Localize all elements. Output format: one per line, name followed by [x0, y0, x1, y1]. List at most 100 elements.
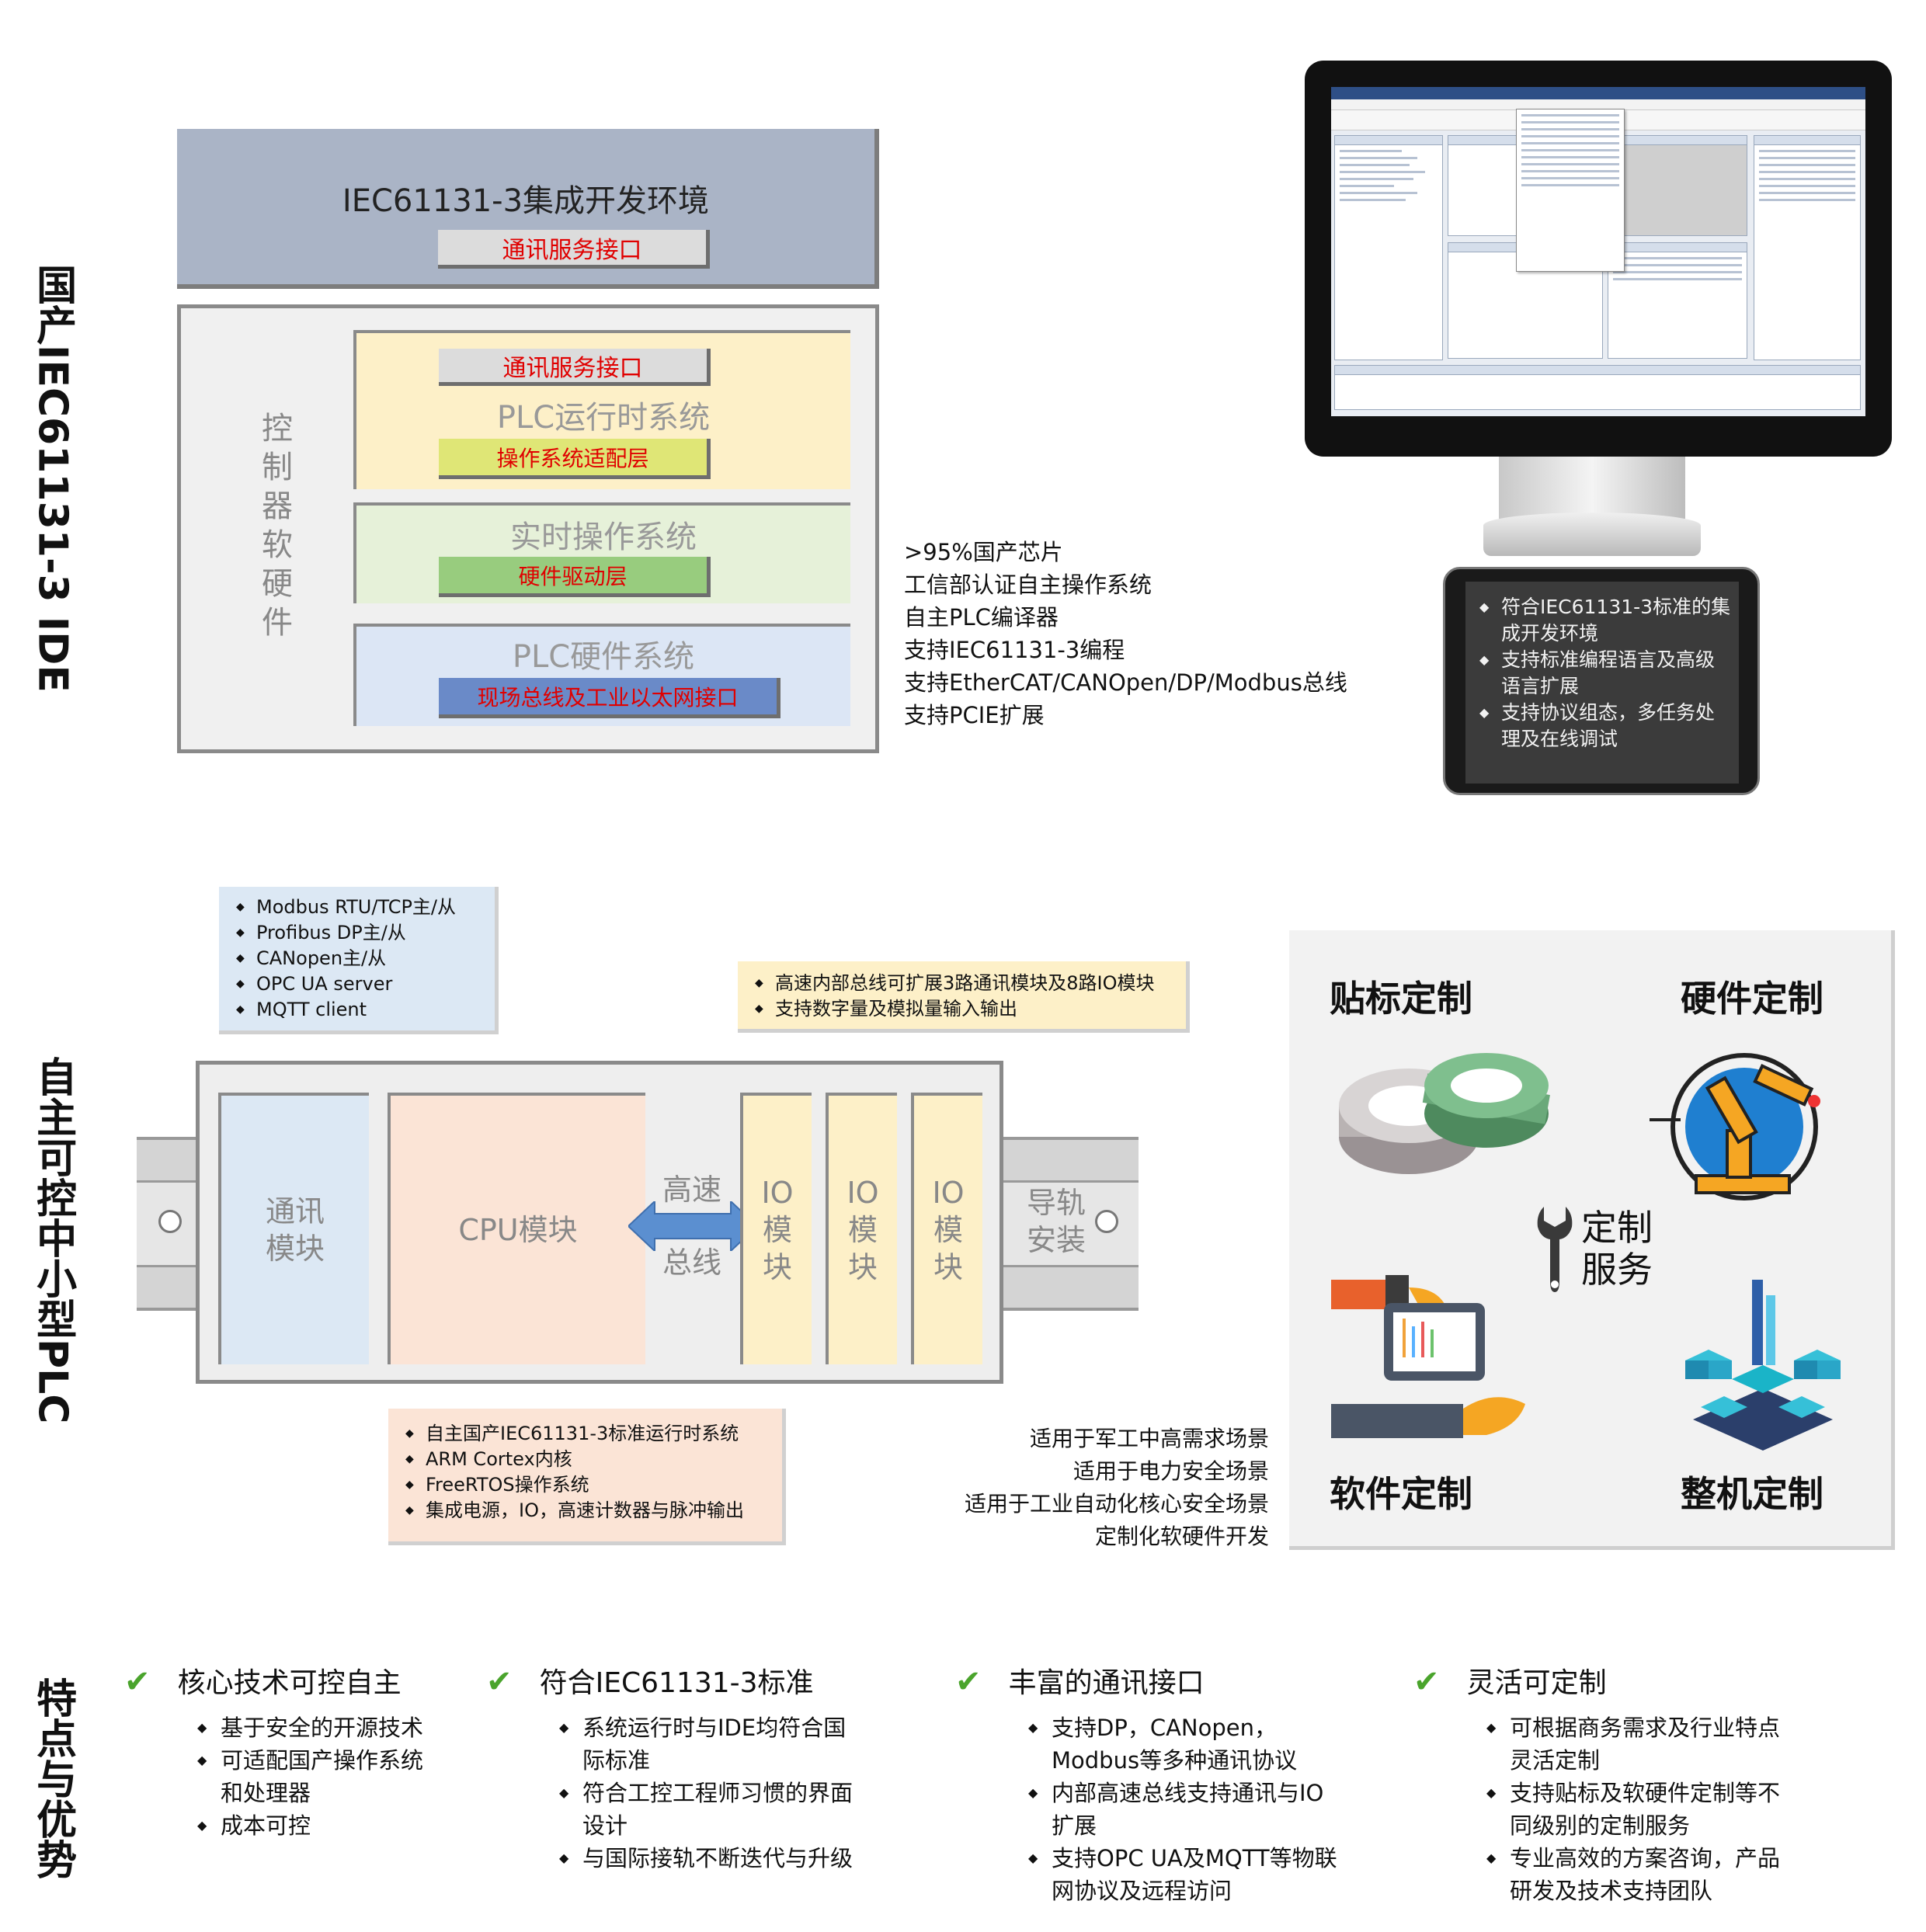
- ide-feature: 工信部认证自主操作系统: [904, 572, 1152, 598]
- fieldbus-interface: 现场总线及工业以太网接口: [439, 678, 780, 718]
- io-note-box: 高速内部总线可扩展3路通讯模块及8路IO模块 支持数字量及模拟量输入输出: [738, 961, 1190, 1033]
- cpu-module-label: CPU模块: [458, 1213, 578, 1247]
- feature-item: 与国际接轨不断迭代与升级: [559, 1842, 854, 1875]
- tablet-illustration: 符合IEC61131-3标准的集成开发环境 支持标准编程语言及高级语言扩展 支持…: [1443, 567, 1760, 795]
- io-note: 高速内部总线可扩展3路通讯模块及8路IO模块: [752, 971, 1186, 996]
- custom-service-label: 定制 服务: [1581, 1207, 1653, 1291]
- comm-module: 通讯模块: [218, 1093, 369, 1364]
- io-note: 支持数字量及模拟量输入输出: [752, 996, 1186, 1022]
- use-case: 定制化软硬件开发: [1094, 1524, 1269, 1549]
- check-icon: ✔: [124, 1664, 151, 1700]
- use-case: 适用于电力安全场景: [1073, 1458, 1269, 1484]
- rtos-title: 实时操作系统: [510, 519, 697, 555]
- ide-feature: 支持EtherCAT/CANOpen/DP/Modbus总线: [904, 669, 1347, 696]
- check-icon: ✔: [955, 1664, 982, 1700]
- io-module-3: IO模块: [911, 1093, 982, 1364]
- hardware-title: PLC硬件系统: [512, 639, 695, 675]
- rail-hole-left: [158, 1210, 182, 1233]
- robot-arm-icon: [1650, 1053, 1820, 1201]
- runtime-layer: 通讯服务接口 PLC运行时系统 操作系统适配层: [353, 330, 850, 489]
- comm-module-label: 通讯模块: [265, 1194, 325, 1266]
- feature-col-3: ✔ 丰富的通讯接口 支持DP，CANopen，Modbus等多种通讯协议 内部高…: [955, 1660, 1344, 1907]
- feature-title: 灵活可定制: [1466, 1667, 1607, 1699]
- io-module-label: IO模块: [932, 1176, 965, 1284]
- comm-protocol: MQTT client: [233, 997, 495, 1023]
- ide-feature: 自主PLC编译器: [904, 604, 1059, 631]
- feature-items: 支持DP，CANopen，Modbus等多种通讯协议 内部高速总线支持通讯与IO…: [1028, 1711, 1339, 1907]
- ide-feature: >95%国产芯片: [904, 539, 1063, 565]
- feature-col-1: ✔ 核心技术可控自主 基于安全的开源技术 可适配国产操作系统和处理器 成本可控: [124, 1660, 450, 1842]
- cpu-note: 自主国产IEC61131-3标准运行时系统: [402, 1421, 782, 1447]
- monitor-illustration: [1305, 61, 1892, 457]
- feature-item: 基于安全的开源技术: [197, 1711, 438, 1744]
- monitor-stand: [1499, 457, 1685, 519]
- hardware-customization: 硬件定制: [1681, 978, 1823, 1020]
- cpu-note: 集成电源，IO，高速计数器与脉冲输出: [402, 1498, 782, 1524]
- ide-feature: 支持IEC61131-3编程: [904, 637, 1125, 663]
- driver-layer: 硬件驱动层: [439, 557, 711, 597]
- feature-item: 可适配国产操作系统和处理器: [197, 1744, 438, 1809]
- tablet-feature: 支持标准编程语言及高级语言扩展: [1479, 647, 1731, 700]
- comm-protocol: OPC UA server: [233, 971, 495, 997]
- software-hands-icon: [1331, 1275, 1525, 1438]
- ide-screenshot: [1331, 87, 1865, 416]
- feature-items: 系统运行时与IDE均符合国际标准 符合工控工程师习惯的界面设计 与国际接轨不断迭…: [559, 1711, 854, 1875]
- monitor-stand-base: [1483, 513, 1701, 556]
- use-case: 适用于工业自动化核心安全场景: [964, 1491, 1269, 1517]
- cpu-note: FreeRTOS操作系统: [402, 1472, 782, 1498]
- cpu-note-box: 自主国产IEC61131-3标准运行时系统 ARM Cortex内核 FreeR…: [388, 1409, 786, 1545]
- cpu-note: ARM Cortex内核: [402, 1447, 782, 1472]
- rail-hole-right: [1095, 1210, 1118, 1233]
- ide-title: IEC61131-3集成开发环境: [342, 183, 710, 219]
- tape-rolls-icon: [1339, 1053, 1550, 1174]
- feature-item: 系统运行时与IDE均符合国际标准: [559, 1711, 854, 1777]
- server-blocks-icon: [1685, 1280, 1841, 1451]
- feature-item: 符合工控工程师习惯的界面设计: [559, 1777, 854, 1842]
- hardware-layer: PLC硬件系统 现场总线及工业以太网接口: [353, 624, 850, 726]
- use-case: 适用于军工中高需求场景: [1029, 1426, 1269, 1451]
- section-title-ide: 国产IEC61131-3 IDE: [29, 264, 76, 693]
- feature-item: 可根据商务需求及行业特点灵活定制: [1486, 1711, 1786, 1777]
- cpu-module: CPU模块: [388, 1093, 645, 1364]
- feature-item: 成本可控: [197, 1809, 438, 1842]
- io-module-2: IO模块: [826, 1093, 897, 1364]
- feature-items: 可根据商务需求及行业特点灵活定制 支持贴标及软硬件定制等不同级别的定制服务 专业…: [1486, 1711, 1786, 1907]
- section-title-features: 特点与优势: [29, 1677, 76, 1879]
- tablet-screen: 符合IEC61131-3标准的集成开发环境 支持标准编程语言及高级语言扩展 支持…: [1465, 582, 1739, 784]
- customization-panel: 贴标定制 硬件定制 软件定制 整机定制 定制 服务: [1289, 930, 1895, 1550]
- software-customization: 软件定制: [1330, 1473, 1472, 1515]
- comm-protocol: Modbus RTU/TCP主/从: [233, 895, 495, 920]
- comm-protocol: Profibus DP主/从: [233, 920, 495, 946]
- feature-item: 支持OPC UA及MQTT等物联网协议及远程访问: [1028, 1842, 1339, 1907]
- use-case-list: 适用于军工中高需求场景 适用于电力安全场景 适用于工业自动化核心安全场景 定制化…: [885, 1423, 1269, 1553]
- feature-item: 支持贴标及软硬件定制等不同级别的定制服务: [1486, 1777, 1786, 1842]
- feature-item: 内部高速总线支持通讯与IO扩展: [1028, 1777, 1339, 1842]
- runtime-comm-interface: 通讯服务接口: [439, 349, 711, 386]
- io-module-label: IO模块: [761, 1176, 794, 1284]
- tablet-feature: 支持协议组态，多任务处理及在线调试: [1479, 700, 1731, 752]
- comm-protocol: CANopen主/从: [233, 946, 495, 971]
- bus-label-bottom: 总线: [662, 1246, 722, 1280]
- controller-frame: 控制器软硬件 通讯服务接口 PLC运行时系统 操作系统适配层 实时操作系统 硬件…: [177, 304, 879, 753]
- ide-comm-interface: 通讯服务接口: [438, 230, 710, 269]
- runtime-title: PLC运行时系统: [496, 400, 711, 436]
- feature-title: 丰富的通讯接口: [1008, 1667, 1205, 1699]
- system-customization: 整机定制: [1681, 1473, 1823, 1515]
- comm-protocol-box: Modbus RTU/TCP主/从 Profibus DP主/从 CANopen…: [219, 887, 499, 1034]
- controller-label: 控制器软硬件: [262, 411, 293, 641]
- bus-label-top: 高速: [662, 1173, 722, 1207]
- high-speed-bus-arrow: [628, 1201, 757, 1251]
- section-title-plc: 自主可控中小型PLC: [29, 1056, 76, 1424]
- ide-box: IEC61131-3集成开发环境 通讯服务接口: [177, 129, 879, 289]
- feature-title: 符合IEC61131-3标准: [539, 1667, 814, 1699]
- feature-title: 核心技术可控自主: [177, 1667, 402, 1699]
- custom-service-line1: 定制: [1581, 1207, 1653, 1249]
- check-icon: ✔: [1413, 1664, 1440, 1700]
- os-adapter-layer: 操作系统适配层: [439, 439, 711, 479]
- rtos-layer: 实时操作系统 硬件驱动层: [353, 502, 850, 603]
- label-customization: 贴标定制: [1330, 978, 1472, 1020]
- feature-item: 支持DP，CANopen，Modbus等多种通讯协议: [1028, 1711, 1339, 1777]
- tablet-feature-list: 符合IEC61131-3标准的集成开发环境 支持标准编程语言及高级语言扩展 支持…: [1479, 594, 1731, 752]
- wrench-icon: [1537, 1207, 1573, 1292]
- io-module-1: IO模块: [740, 1093, 812, 1364]
